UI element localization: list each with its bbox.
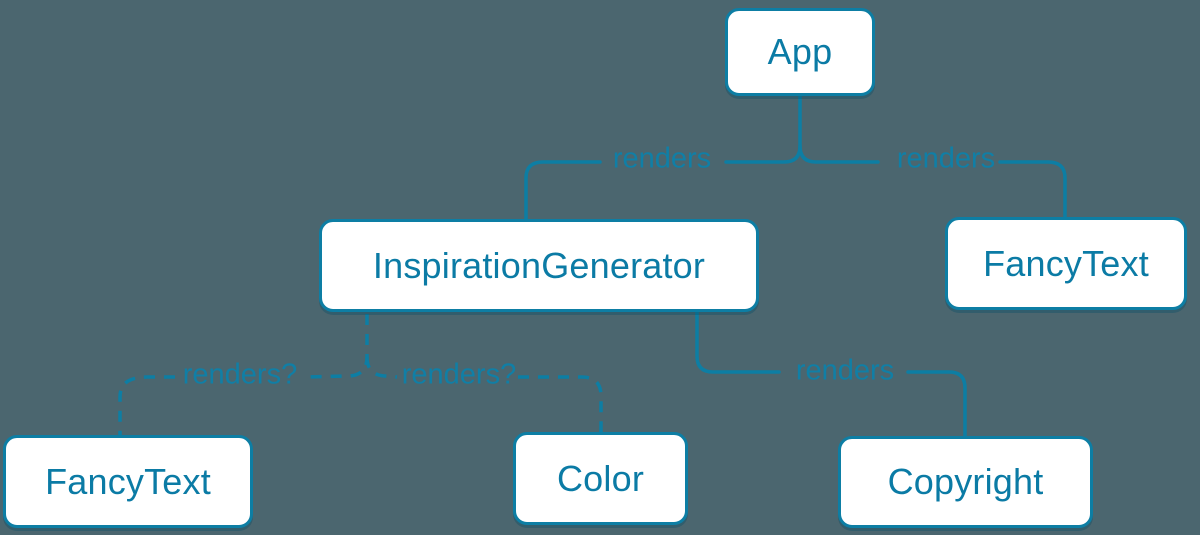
node-copyright: Copyright <box>838 436 1093 528</box>
node-inspiration-generator: InspirationGenerator <box>319 219 759 312</box>
edge-label-app-inspirationgenerator: renders <box>612 142 712 175</box>
edge-label-app-fancytext: renders <box>896 142 996 175</box>
edge-label-inspirationgenerator-color: renders? <box>401 358 517 391</box>
node-fancy-text-top: FancyText <box>945 217 1187 310</box>
node-fancy-text-bottom: FancyText <box>3 435 253 528</box>
node-label-fancy-text-bottom: FancyText <box>45 460 211 502</box>
node-label-copyright: Copyright <box>887 461 1044 502</box>
node-app: App <box>725 8 875 96</box>
edge-inspirationgenerator-color <box>365 356 603 432</box>
edge-label-inspirationgenerator-copyright: renders <box>795 354 895 387</box>
node-label-color: Color <box>556 457 645 499</box>
node-label-inspiration-generator: InspirationGenerator <box>372 244 706 286</box>
node-label-app: App <box>767 31 833 72</box>
node-label-fancy-text-top: FancyText <box>983 242 1149 284</box>
node-color: Color <box>513 432 688 525</box>
edge-app-fancytext <box>798 144 1067 219</box>
edge-inspirationgenerator-copyright <box>695 310 967 438</box>
edge-label-inspirationgenerator-fancytext: renders? <box>182 358 298 391</box>
